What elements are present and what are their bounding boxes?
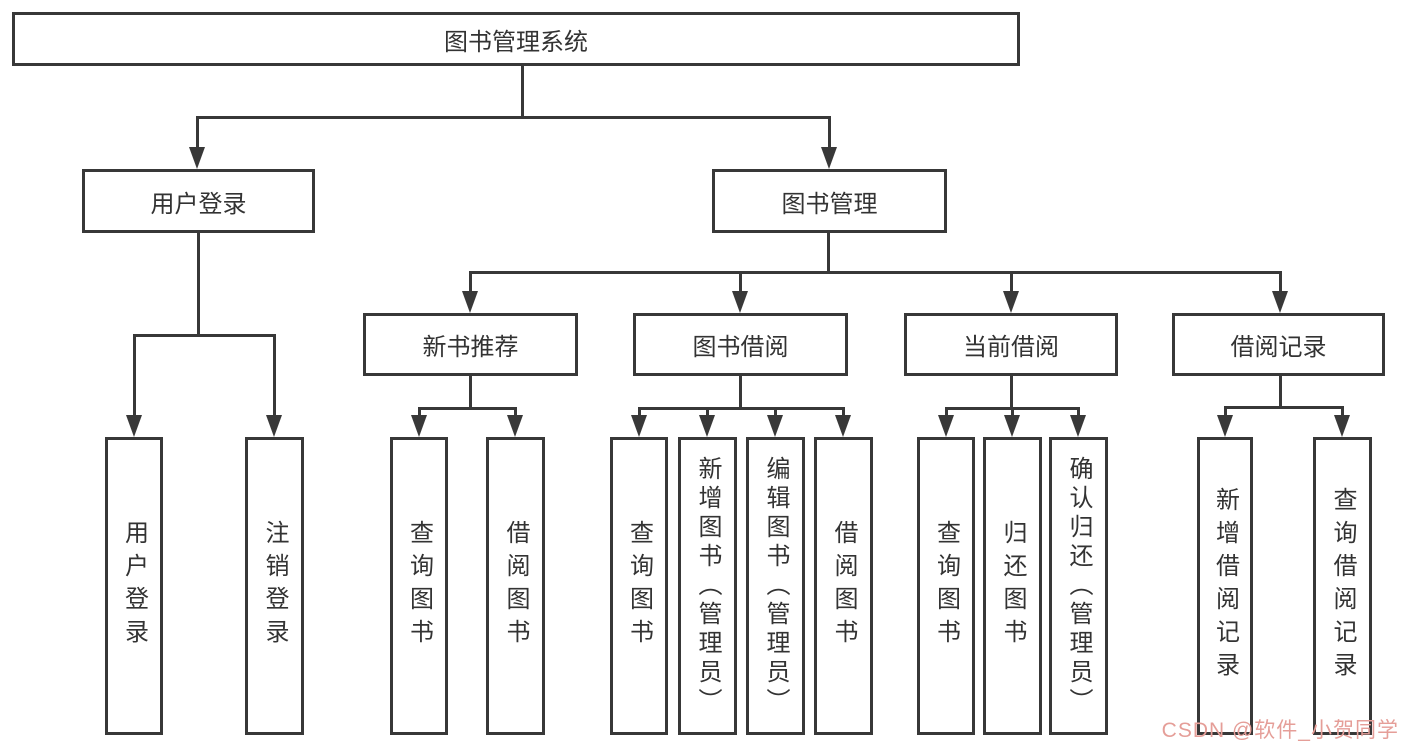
node-current-borrowing: 当前借阅 <box>904 313 1118 376</box>
leaf-query-books: 查询图书 <box>917 437 975 735</box>
leaf-logout: 注销登录 <box>245 437 304 735</box>
leaf-confirm-return-admin: 确认归还（管理员） <box>1049 437 1108 735</box>
connector-line <box>944 408 948 421</box>
connector-line <box>637 408 641 421</box>
arrowhead-down-icon <box>938 415 954 437</box>
arrowhead-down-icon <box>699 415 715 437</box>
connector-line <box>1009 375 1013 408</box>
leaf-return-books: 归还图书 <box>983 437 1042 735</box>
arrowhead-down-icon <box>189 147 205 169</box>
arrowhead-down-icon <box>126 415 142 437</box>
arrowhead-down-icon <box>835 415 851 437</box>
connector-line <box>1223 405 1344 409</box>
arrowhead-down-icon <box>1217 415 1233 437</box>
connector-line <box>417 406 517 410</box>
connector-line <box>1340 407 1344 421</box>
arrowhead-down-icon <box>732 291 748 313</box>
connector-line <box>841 408 845 421</box>
connector-line <box>468 270 1282 274</box>
arrowhead-down-icon <box>1272 291 1288 313</box>
node-book-borrowing: 图书借阅 <box>633 313 848 376</box>
arrowhead-down-icon <box>266 415 282 437</box>
connector-line <box>468 375 472 408</box>
arrowhead-down-icon <box>1003 291 1019 313</box>
connector-line <box>1278 272 1282 297</box>
connector-line <box>827 117 831 153</box>
connector-line <box>738 375 742 408</box>
arrowhead-down-icon <box>1070 415 1086 437</box>
arrowhead-down-icon <box>821 147 837 169</box>
csdn-watermark: CSDN @软件_小贺同学 <box>1161 719 1399 742</box>
connector-line <box>272 335 276 421</box>
leaf-borrow-books: 借阅图书 <box>814 437 873 735</box>
node-new-book-recommendation: 新书推荐 <box>363 313 578 376</box>
connector-line <box>637 406 845 410</box>
node-user-login: 用户登录 <box>82 169 315 233</box>
connector-line <box>1076 408 1080 421</box>
leaf-add-books-admin: 新增图书（管理员） <box>678 437 737 735</box>
leaf-add-borrow-record: 新增借阅记录 <box>1197 437 1253 735</box>
connector-line <box>196 232 200 335</box>
connector-line <box>826 232 830 272</box>
connector-line <box>468 272 472 297</box>
leaf-borrow-books: 借阅图书 <box>486 437 545 735</box>
arrowhead-down-icon <box>462 291 478 313</box>
connector-line <box>132 333 276 337</box>
connector-line <box>1010 408 1014 421</box>
connector-line <box>520 65 524 117</box>
connector-line <box>513 408 517 421</box>
arrowhead-down-icon <box>631 415 647 437</box>
leaf-edit-books-admin: 编辑图书（管理员） <box>746 437 805 735</box>
leaf-query-borrow-record: 查询借阅记录 <box>1313 437 1372 735</box>
arrowhead-down-icon <box>767 415 783 437</box>
connector-line <box>132 335 136 421</box>
connector-line <box>1278 375 1282 407</box>
arrowhead-down-icon <box>1004 415 1020 437</box>
connector-line <box>1223 407 1227 421</box>
arrowhead-down-icon <box>411 415 427 437</box>
arrowhead-down-icon <box>507 415 523 437</box>
node-library-management-system: 图书管理系统 <box>12 12 1020 66</box>
arrowhead-down-icon <box>1334 415 1350 437</box>
connector-line <box>195 117 199 153</box>
leaf-query-books: 查询图书 <box>390 437 448 735</box>
connector-line <box>705 408 709 421</box>
connector-line <box>773 408 777 421</box>
leaf-query-books: 查询图书 <box>610 437 668 735</box>
connector-line <box>195 115 831 119</box>
connector-line <box>1009 272 1013 297</box>
connector-line <box>417 408 421 421</box>
connector-line <box>738 272 742 297</box>
leaf-user-login: 用户登录 <box>105 437 163 735</box>
node-borrowing-records: 借阅记录 <box>1172 313 1385 376</box>
node-book-management: 图书管理 <box>712 169 947 233</box>
